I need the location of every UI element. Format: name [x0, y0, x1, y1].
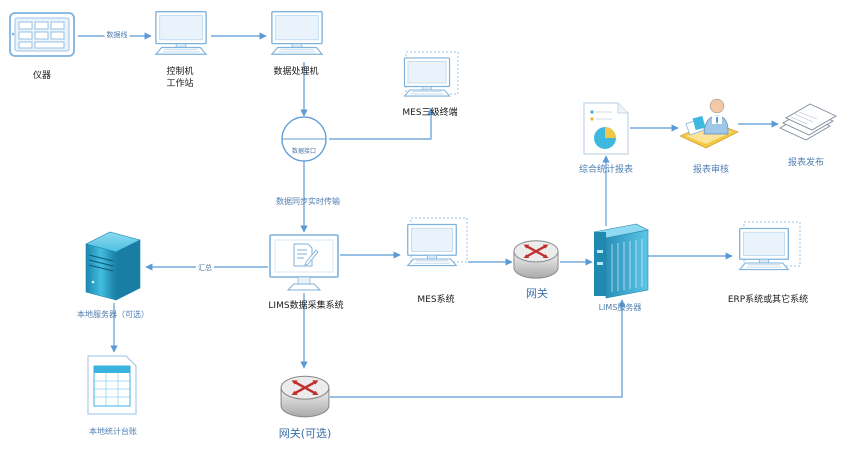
- data-interface-node: [281, 116, 327, 162]
- control-workstation-icon: [155, 11, 207, 55]
- local-ledger-icon: [87, 355, 137, 415]
- mes-system-icon: [407, 217, 468, 267]
- data-interface-label: 数据接口: [291, 148, 317, 155]
- data-processor-icon: [271, 11, 323, 55]
- local-server-label: 本地服务器（可选）: [77, 310, 149, 319]
- mes-terminal-label: MES三级终端: [402, 108, 458, 118]
- control-workstation-label-line2: 工作站: [166, 79, 194, 89]
- sync-transfer-label: 数据同步实时传输: [276, 197, 340, 206]
- report-review-label: 报表审核: [692, 165, 730, 175]
- lims-server-icon: [593, 223, 649, 299]
- report-review-icon: [679, 98, 739, 149]
- local-server-icon: [85, 231, 141, 301]
- aggregate-edge-label: 汇总: [196, 262, 214, 274]
- report-publish-label: 报表发布: [787, 158, 825, 168]
- lims-collection-icon: [269, 234, 339, 291]
- control-workstation-label-line1: 控制机: [166, 67, 194, 77]
- edge-interface-to-mes-terminal: [329, 107, 435, 140]
- data-line-edge-label: 数据线: [104, 29, 130, 41]
- local-ledger-label: 本地统计台账: [89, 427, 137, 436]
- edge-gateway-optional-to-lims-server: [330, 299, 626, 398]
- lims-server-label: LIMS服务器: [598, 303, 642, 312]
- gateway-optional-label: 网关(可选): [278, 427, 332, 440]
- mes-terminal-icon: [403, 51, 459, 97]
- instrument-icon: [9, 12, 75, 57]
- gateway-optional-router-icon: [279, 374, 331, 419]
- report-publish-icon: [779, 103, 837, 141]
- erp-system-label: ERP系统或其它系统: [727, 295, 809, 305]
- gateway-router-icon: [512, 239, 560, 280]
- summary-report-icon: [583, 102, 629, 155]
- mes-system-label: MES系统: [417, 295, 455, 305]
- lims-collection-label: LIMS数据采集系统: [268, 301, 344, 311]
- data-processor-label: 数据处理机: [273, 67, 319, 77]
- erp-system-icon: [739, 221, 801, 271]
- connectors: [78, 32, 779, 398]
- gateway-label: 网关: [526, 287, 548, 300]
- instrument-label: 仪器: [32, 71, 52, 81]
- summary-report-label: 综合统计报表: [578, 165, 634, 175]
